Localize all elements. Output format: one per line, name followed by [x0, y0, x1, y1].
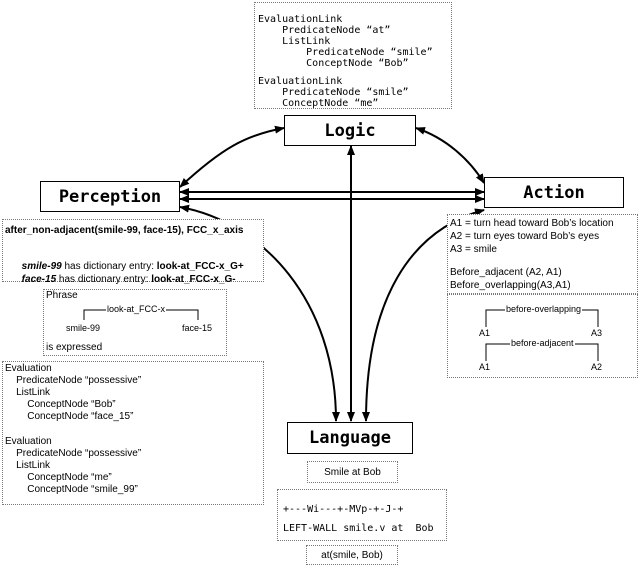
- action-link2-left: A1: [479, 362, 491, 372]
- phrase-note: Phrase look-at_FCC-x smile-99 face-15 is…: [43, 289, 227, 356]
- predicate-note: at(smile, Bob): [306, 545, 398, 565]
- evaluation-line: PredicateNode “possessive”: [5, 448, 142, 459]
- entry-mid: has dictionary entry:: [56, 274, 152, 285]
- parse-links: +---Wi---+-MVp-+-J-+: [283, 504, 404, 515]
- language-node: Language: [287, 422, 413, 454]
- evaluation-line: ConceptNode “me”: [5, 472, 112, 483]
- evaluation-line: ConceptNode “smile_99”: [5, 484, 138, 495]
- phrase-left-word: smile-99: [66, 323, 101, 333]
- phrase-link-label: look-at_FCC-x: [106, 304, 167, 314]
- action-link1-left: A1: [479, 328, 491, 338]
- evaluation-note: Evaluation PredicateNode “possessive” Li…: [2, 361, 264, 505]
- logic-node: Logic: [284, 115, 416, 146]
- perception-note: after_non-adjacent(smile-99, face-15), F…: [2, 219, 264, 285]
- entry-value: look-at_FCC-x_G-: [151, 274, 236, 285]
- arrow-perception-language: [179, 204, 340, 422]
- action-line: Before_adjacent (A2, A1): [450, 267, 562, 278]
- action-link2-label: before-adjacent: [510, 338, 575, 348]
- perception-node: Perception: [40, 181, 180, 212]
- action-line: A3 = smile: [450, 244, 497, 255]
- evaluation-line: Evaluation: [5, 363, 52, 374]
- action-line: A2 = turn eyes toward Bob’s eyes: [450, 231, 600, 242]
- sentence-text: Smile at Bob: [324, 466, 381, 478]
- action-line: Before_overlapping(A3,A1): [450, 280, 571, 291]
- entry-mid: has dictionary entry:: [61, 261, 157, 272]
- phrase-right-word: face-15: [182, 323, 213, 333]
- predicate-text: at(smile, Bob): [321, 549, 383, 561]
- logic-note-line: ListLink: [258, 36, 331, 47]
- logic-note-line: PredicateNode “smile”: [258, 87, 409, 98]
- parse-words: LEFT-WALL smile.v at Bob: [283, 523, 434, 534]
- evaluation-line: Evaluation: [5, 436, 52, 447]
- evaluation-line: ConceptNode “face_15”: [5, 411, 134, 422]
- logic-note-line: EvaluationLink: [258, 14, 343, 25]
- evaluation-line: ListLink: [5, 387, 51, 398]
- logic-note-line: PredicateNode “at”: [258, 25, 391, 36]
- perception-entry-face: face-15 has dictionary entry: look-at_FC…: [5, 263, 236, 296]
- logic-note-line: PredicateNode “smile”: [258, 47, 433, 58]
- arrow-perception-logic: [179, 125, 285, 188]
- logic-note-line: ConceptNode “me”: [258, 98, 379, 109]
- arrow-logic-action: [415, 127, 485, 184]
- evaluation-line: ConceptNode “Bob”: [5, 399, 116, 410]
- entry-name: face-15: [21, 274, 57, 285]
- logic-note-line: EvaluationLink: [258, 76, 343, 87]
- action-line: A1 = turn head toward Bob’s location: [450, 218, 614, 229]
- phrase-footer: is expressed: [46, 342, 103, 353]
- logic-note: EvaluationLink PredicateNode “at” ListLi…: [254, 2, 452, 109]
- logic-note-line: ConceptNode “Bob”: [258, 58, 409, 69]
- perception-relation: after_non-adjacent(smile-99, face-15), F…: [5, 225, 244, 236]
- parse-note: +---Wi---+-MVp-+-J-+ LEFT-WALL smile.v a…: [277, 489, 447, 541]
- evaluation-line: ListLink: [5, 460, 51, 471]
- evaluation-line: PredicateNode “possessive”: [5, 375, 142, 386]
- action-node: Action: [484, 177, 624, 208]
- phrase-title: Phrase: [46, 290, 78, 301]
- action-links-note: before-overlapping A1 A3 before-adjacent…: [447, 294, 638, 378]
- perception-entry-smile: smile-99 has dictionary entry: look-at_F…: [5, 250, 244, 283]
- entry-name: smile-99: [21, 261, 62, 272]
- action-link1-right: A3: [591, 328, 603, 338]
- action-note: A1 = turn head toward Bob’s location A2 …: [447, 214, 638, 294]
- action-link1-label: before-overlapping: [505, 304, 583, 314]
- action-link2-right: A2: [591, 362, 603, 372]
- entry-value: look-at_FCC-x_G+: [156, 261, 244, 272]
- sentence-note: Smile at Bob: [307, 461, 398, 483]
